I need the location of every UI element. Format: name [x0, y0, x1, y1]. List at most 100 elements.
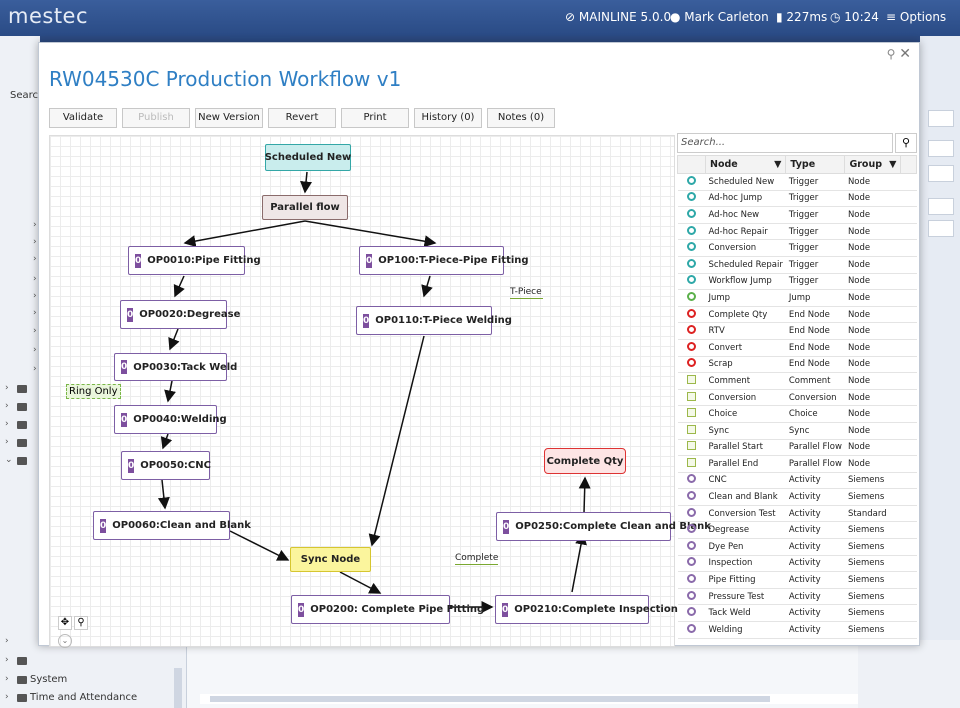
publish-button[interactable]: Publish — [122, 108, 190, 128]
sidebar-item-system[interactable]: System — [30, 674, 68, 685]
expand-arrow-icon[interactable]: › — [5, 419, 9, 429]
sidebar-item-time-and-attendance[interactable]: Time and Attendance — [30, 692, 138, 703]
node-parallel-flow[interactable]: Parallel flow — [262, 195, 348, 220]
expand-arrow-icon[interactable]: › — [5, 655, 9, 665]
column-header-node[interactable]: Node▼ — [704, 155, 787, 174]
search-icon[interactable]: ⚲ — [895, 133, 917, 153]
expand-arrow-icon[interactable]: › — [33, 308, 37, 318]
filter-icon[interactable]: ▼ — [774, 159, 782, 170]
expand-arrow-icon[interactable]: › — [33, 220, 37, 230]
empty-cell — [900, 339, 917, 357]
expand-arrow-icon[interactable]: › — [33, 291, 37, 301]
expand-arrow-icon[interactable]: › — [5, 401, 9, 411]
sidebar-scrollbar[interactable] — [174, 668, 182, 708]
expand-arrow-icon[interactable]: › — [5, 674, 9, 684]
notes-button[interactable]: Notes (0) — [487, 108, 555, 128]
new-version-button[interactable]: New Version — [195, 108, 263, 128]
complete-label[interactable]: Complete — [455, 553, 499, 565]
history-button[interactable]: History (0) — [414, 108, 482, 128]
expand-arrow-icon[interactable]: › — [33, 254, 37, 264]
close-icon[interactable]: ✕ — [899, 46, 911, 62]
type-cell: Trigger — [785, 273, 845, 291]
column-header-group[interactable]: Group▼ — [844, 155, 902, 174]
column-header-type[interactable]: Type — [785, 155, 846, 174]
node-scheduled-new[interactable]: Scheduled New — [265, 144, 351, 171]
zoom-icon[interactable]: ⚲ — [74, 616, 88, 630]
expand-arrow-icon[interactable]: › — [33, 364, 37, 374]
search-icon[interactable]: ⚲ — [886, 47, 896, 61]
right-panel-field[interactable] — [928, 110, 954, 127]
right-panel-field[interactable] — [928, 140, 954, 157]
expand-arrow-icon[interactable]: › — [33, 274, 37, 284]
expand-arrow-icon[interactable]: › — [5, 692, 9, 702]
scrollbar-thumb[interactable] — [210, 696, 770, 702]
print-button[interactable]: Print — [341, 108, 409, 128]
expand-arrow-icon[interactable]: › — [33, 237, 37, 247]
expand-arrow-icon[interactable]: › — [5, 383, 9, 393]
system-version[interactable]: ⊘ MAINLINE 5.0.0 — [565, 10, 672, 24]
right-panel-field[interactable] — [928, 165, 954, 182]
expand-arrow-icon[interactable]: › — [5, 437, 9, 447]
expand-arrow-icon[interactable]: › — [33, 326, 37, 336]
pan-icon[interactable]: ✥ — [58, 616, 72, 630]
right-panel-field[interactable] — [928, 220, 954, 237]
options-menu[interactable]: ≡ Options — [886, 10, 947, 24]
node-sync[interactable]: Sync Node — [290, 547, 371, 572]
node-complete-qty[interactable]: Complete Qty — [544, 448, 626, 474]
revert-button[interactable]: Revert — [268, 108, 336, 128]
validate-button[interactable]: Validate — [49, 108, 117, 128]
right-panel-field[interactable] — [928, 198, 954, 215]
filter-icon[interactable]: ▼ — [889, 159, 897, 170]
user-menu[interactable]: ● Mark Carleton — [670, 10, 769, 24]
tpiece-label[interactable]: T-Piece — [510, 287, 543, 299]
collapse-arrow-icon[interactable]: ⌄ — [5, 455, 13, 465]
ring-only-comment[interactable]: Ring Only — [66, 384, 121, 399]
expand-arrow-icon[interactable]: › — [33, 345, 37, 355]
circle-node-icon — [687, 590, 696, 600]
chevron-down-icon[interactable]: ⌄ — [58, 634, 72, 648]
expand-arrow-icon[interactable]: › — [5, 636, 9, 646]
palette-search-input[interactable]: Search... — [677, 133, 893, 153]
app-logo[interactable]: mestec — [8, 4, 89, 28]
